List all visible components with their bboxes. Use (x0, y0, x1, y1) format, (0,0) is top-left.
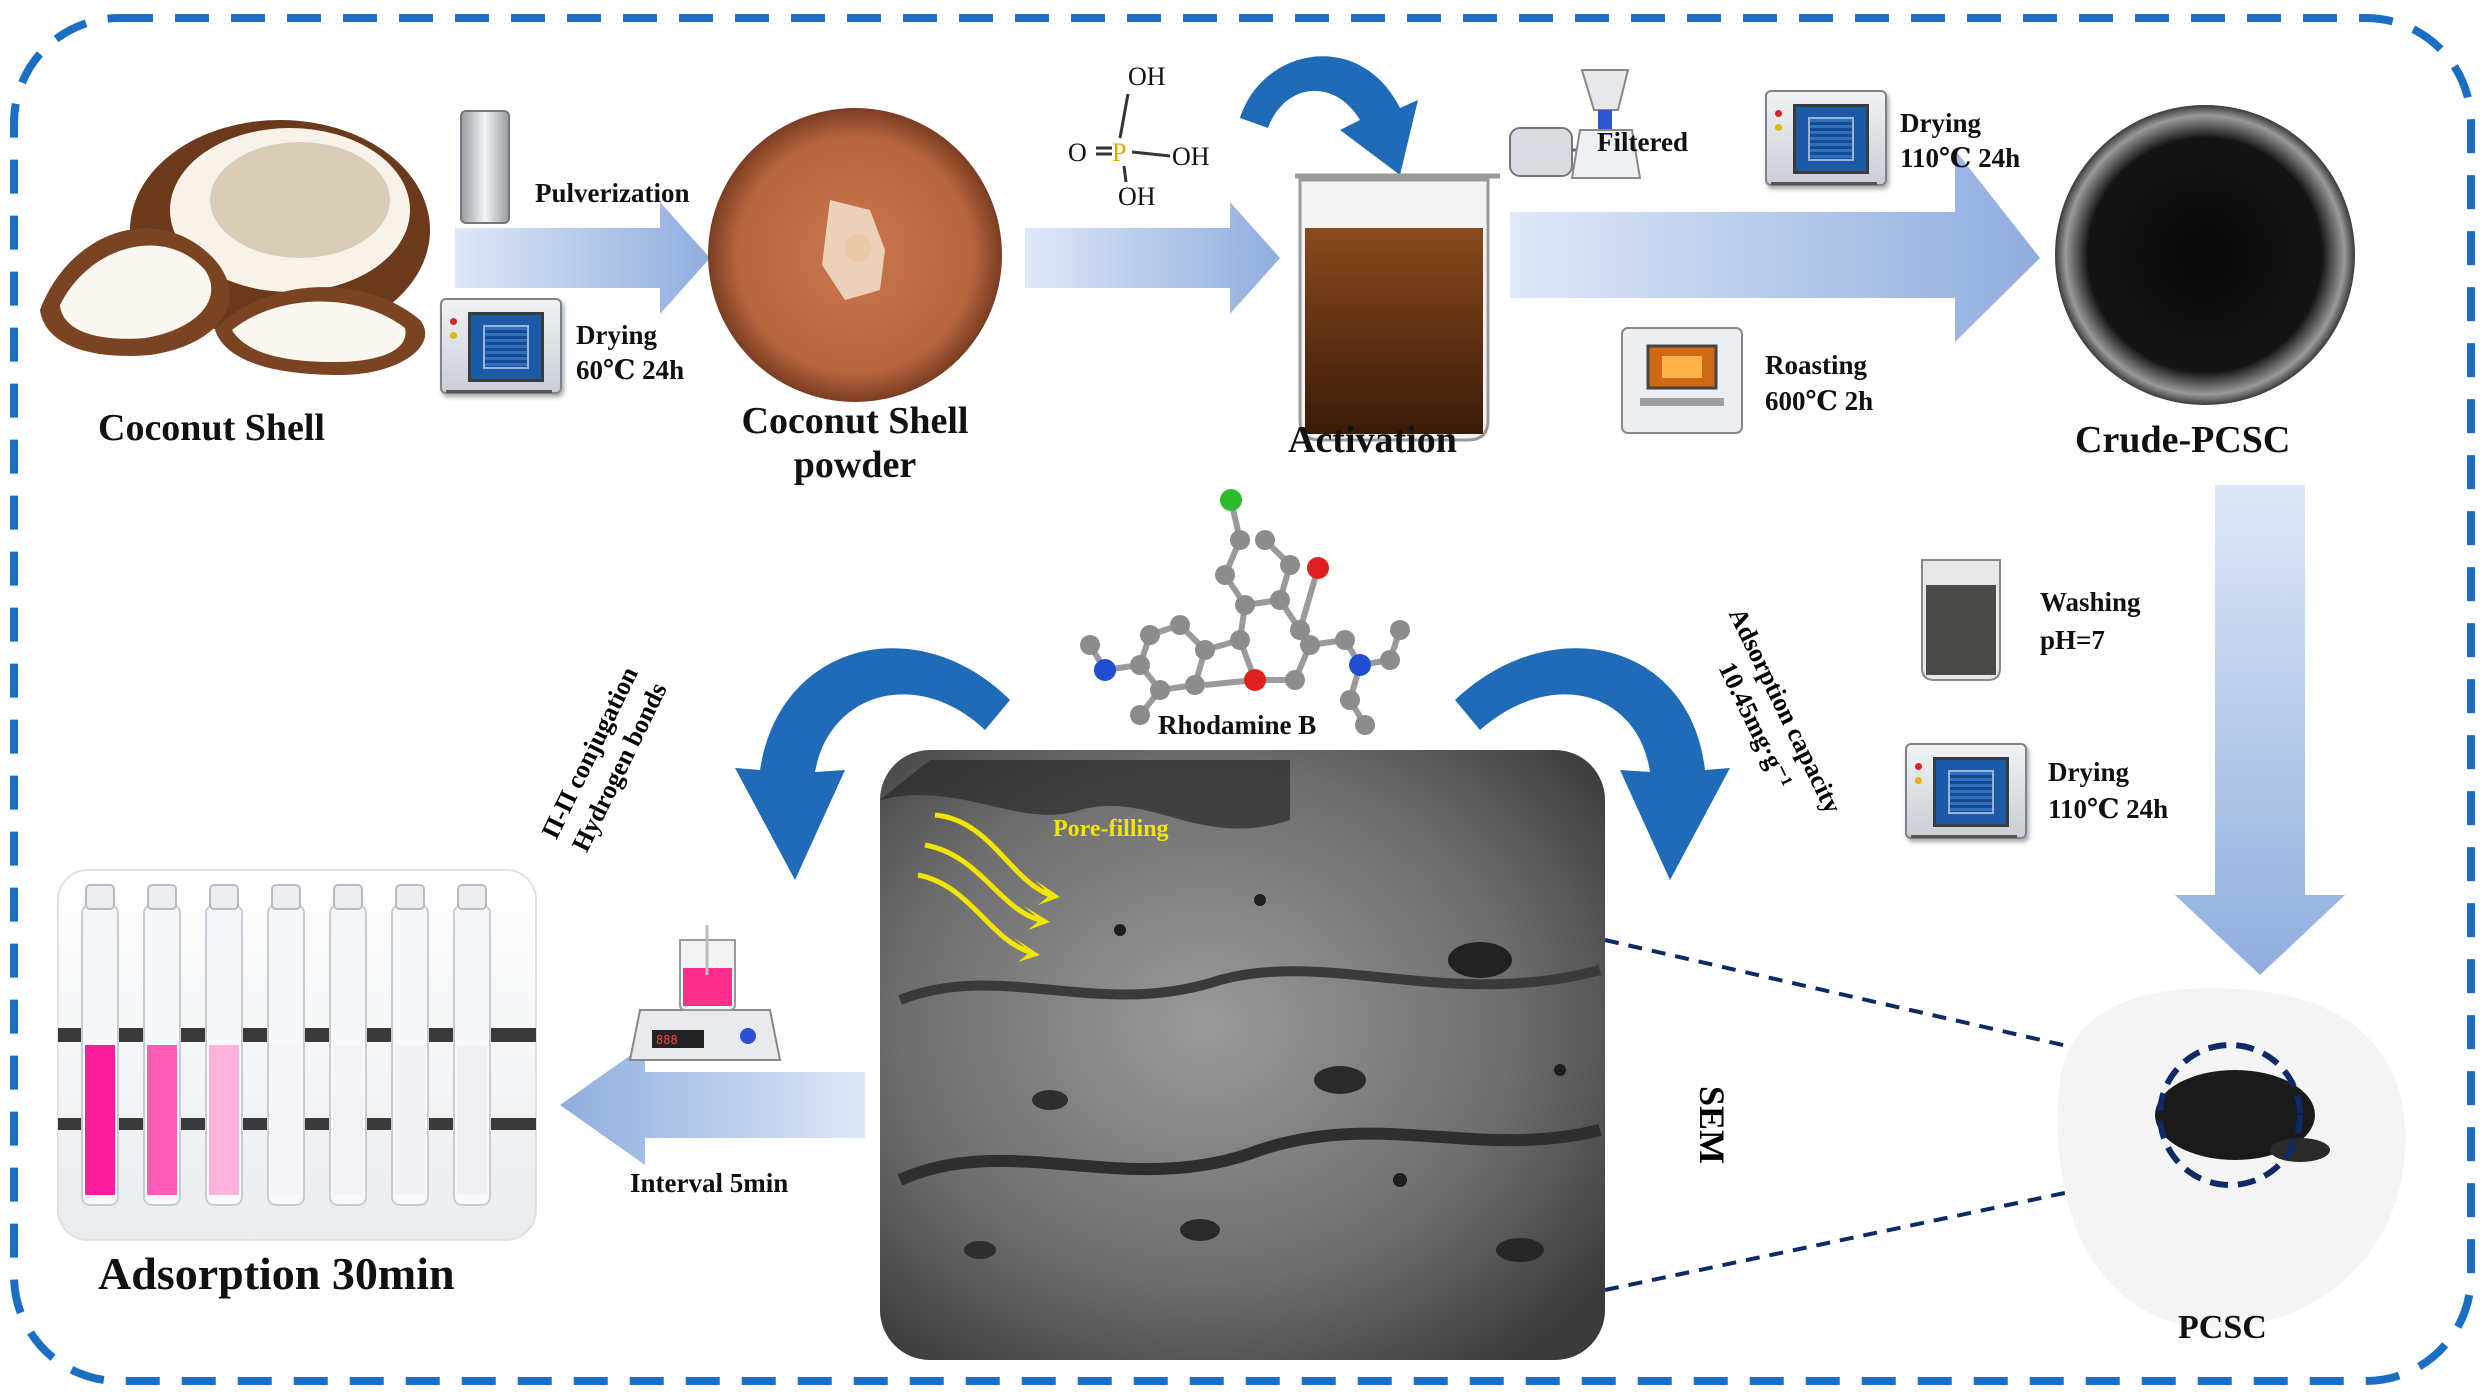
grinder-icon (460, 110, 510, 224)
coconut-shell-label: Coconut Shell (98, 407, 325, 449)
test-tube-solution (271, 1045, 301, 1195)
test-tube-stopper (147, 884, 177, 910)
test-tube-solution (333, 1045, 363, 1195)
washing-label: Washing (2040, 587, 2141, 617)
test-tube-stopper (457, 884, 487, 910)
washing-beaker-image (1921, 559, 2001, 681)
curved-arrow-right (1455, 648, 1730, 880)
activation-beaker-image (1295, 173, 1500, 442)
crude-pcsc-image (2055, 105, 2355, 405)
test-tube-stopper (333, 884, 363, 910)
drying-condition: 60℃ 24h (576, 355, 685, 385)
test-tube-stopper (85, 884, 115, 910)
flow-arrow-3 (1510, 150, 2040, 342)
test-tube-solution (395, 1045, 425, 1195)
roasting-label: Roasting (1765, 350, 1868, 380)
activation-label: Activation (1288, 419, 1457, 461)
rhodamine-b-atoms (1080, 489, 1410, 735)
flow-arrow-left (560, 1045, 865, 1165)
sem-image (880, 750, 1605, 1360)
acid-oh-bottom: OH (1118, 182, 1156, 211)
filtration-apparatus-image (1509, 69, 1642, 179)
drying-label: Drying (576, 320, 657, 350)
flow-arrow-1 (455, 202, 710, 314)
interval-label: Interval 5min (630, 1168, 789, 1198)
roasting-condition: 600℃ 2h (1765, 386, 1874, 416)
drying-condition: 110℃ 24h (1900, 143, 2021, 173)
test-tube-solution (457, 1045, 487, 1195)
drying-label: Drying (2048, 757, 2129, 787)
pcsc-label: PCSC (2178, 1309, 2267, 1346)
coconut-powder-label-line1: Coconut Shell (741, 400, 969, 442)
adsorption-time-label: Adsorption 30min (98, 1248, 455, 1299)
muffle-furnace-image (1621, 327, 1743, 434)
filtered-label: Filtered (1597, 127, 1688, 157)
flow-arrow-2 (1025, 202, 1280, 314)
drying-condition: 110℃ 24h (2048, 794, 2169, 824)
drying-oven-icon (440, 298, 562, 394)
washing-condition: pH=7 (2040, 625, 2105, 655)
acid-bonds (1096, 93, 1171, 183)
pore-filling-label: Pore-filling (1053, 816, 1169, 842)
dashed-border (10, 14, 2475, 1385)
coconut-shell-image (40, 120, 430, 375)
rhodamine-b-label: Rhodamine B (1158, 710, 1317, 740)
acid-p: P (1112, 138, 1127, 167)
drying-label: Drying (1900, 108, 1981, 138)
flow-arrow-down (2175, 485, 2345, 975)
coconut-powder-image (708, 108, 1002, 402)
test-tube-solution (85, 1045, 115, 1195)
connector-bottom (1604, 1173, 2151, 1292)
acid-o: O (1068, 138, 1087, 167)
magnetic-stirrer-image: 888 (628, 925, 782, 1061)
svg-text:888: 888 (656, 1033, 678, 1047)
drying-oven-icon (1765, 90, 1887, 186)
crude-pcsc-label: Crude-PCSC (2075, 419, 2291, 461)
test-tube-solution (209, 1045, 239, 1195)
drying-oven-icon (1905, 743, 2027, 839)
curved-arrow-left (735, 648, 1010, 880)
acid-oh-top: OH (1128, 62, 1166, 91)
pulverization-label: Pulverization (535, 178, 690, 208)
test-tube-stopper (395, 884, 425, 910)
coconut-powder-label: Coconut Shell powder (700, 400, 1010, 487)
test-tube-solution (147, 1045, 177, 1195)
test-tube-row (81, 884, 491, 1206)
test-tube-stopper (271, 884, 301, 910)
pcsc-image (2057, 988, 2406, 1329)
coconut-powder-label-line2: powder (793, 443, 917, 486)
test-tube-stopper (209, 884, 239, 910)
acid-oh-right: OH (1172, 142, 1210, 171)
connector-top (1604, 938, 2151, 1067)
sem-label: SEM (1692, 1085, 1732, 1165)
curved-arrow-activation (1240, 56, 1418, 175)
